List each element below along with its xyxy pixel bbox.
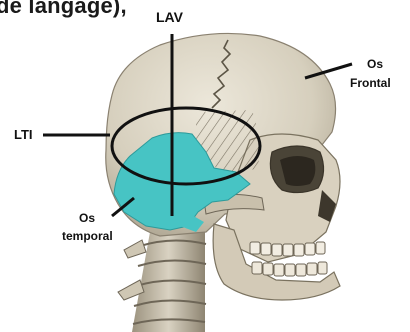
os-frontal-label-line2: Frontal: [350, 77, 391, 90]
os-temporal-label-line2: temporal: [62, 230, 113, 243]
cervical-spine: [118, 230, 206, 332]
os-frontal-label: Os: [367, 58, 383, 71]
lti-label: LTI: [14, 128, 33, 142]
os-frontal-label-line1: Os: [367, 58, 383, 71]
os-temporal-label-line1: Os: [79, 212, 95, 225]
lav-label: LAV: [156, 10, 183, 25]
